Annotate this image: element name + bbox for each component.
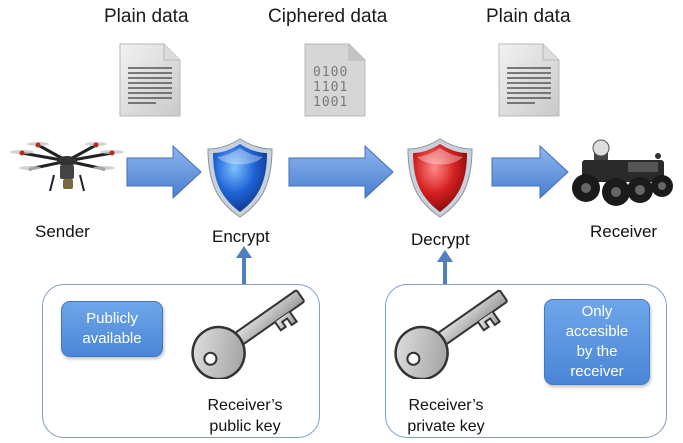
header-ciphered-data: Ciphered data <box>268 6 388 27</box>
sender-label: Sender <box>35 222 90 241</box>
public-key-label-line2: public key <box>209 418 281 435</box>
decrypt-shield-icon <box>405 137 475 219</box>
private-key-label-line2: private key <box>407 418 485 435</box>
private-key-icon <box>392 287 522 379</box>
encrypt-shield-icon <box>205 137 275 219</box>
plain-document-icon <box>118 42 182 118</box>
public-key-label: Receiver’s public key <box>185 395 305 437</box>
public-key-icon <box>189 287 319 379</box>
public-key-label-line1: Receiver’s <box>207 397 283 414</box>
arrow-sender-to-encrypt <box>125 144 203 200</box>
private-key-panel: Only accesible by the receiver Receiver’… <box>385 284 667 438</box>
robot-rover-icon <box>568 132 674 216</box>
decrypt-label: Decrypt <box>411 230 470 249</box>
only-accessible-text: Only accesible by the receiver <box>565 303 629 380</box>
cipher-line-3: 1001 <box>313 95 349 110</box>
arrow-decrypt-to-receiver <box>490 144 570 200</box>
cipher-line-1: 0100 <box>313 65 349 80</box>
publicly-available-note: Publicly available <box>61 301 163 357</box>
only-accessible-note: Only accesible by the receiver <box>544 299 650 385</box>
cipher-line-2: 1101 <box>313 80 349 95</box>
publicly-available-text: Publicly available <box>82 310 142 347</box>
header-plain-data-left: Plain data <box>104 6 189 27</box>
private-key-label: Receiver’s private key <box>386 395 506 437</box>
ciphered-document-icon: 0100 1101 1001 <box>303 42 367 118</box>
drone-icon <box>10 135 125 205</box>
header-plain-data-right: Plain data <box>486 6 571 27</box>
arrow-encrypt-to-decrypt <box>287 144 395 200</box>
private-key-label-line1: Receiver’s <box>408 397 484 414</box>
plain-document-icon-right <box>497 42 561 118</box>
public-key-panel: Publicly available Receiver’s public key <box>42 284 320 438</box>
encrypt-label: Encrypt <box>212 227 270 246</box>
receiver-label: Receiver <box>590 222 658 241</box>
